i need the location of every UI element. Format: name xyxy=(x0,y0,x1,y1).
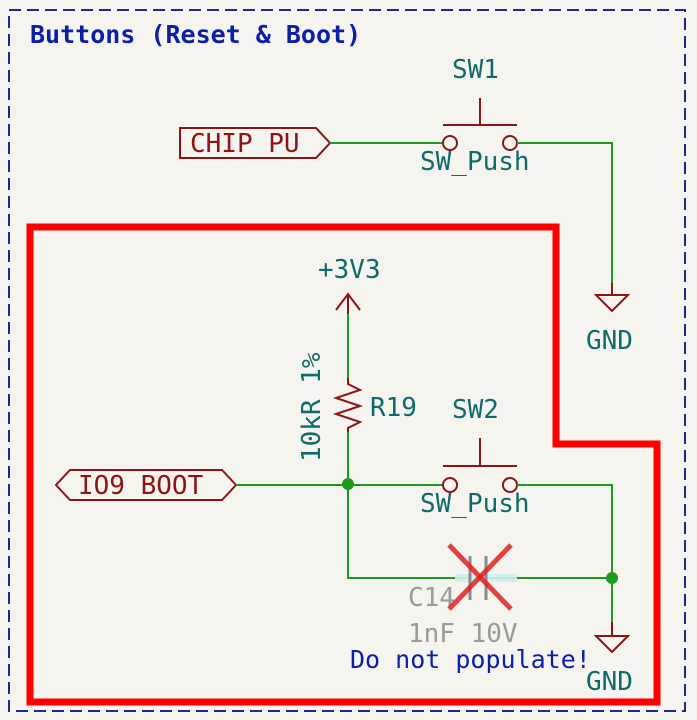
r19-ref: R19 xyxy=(370,393,417,423)
r19-value: 10kR 1% xyxy=(297,352,327,462)
c14-value: 1nF 10V xyxy=(408,619,518,649)
chip-pu-label-shape[interactable] xyxy=(179,127,332,159)
section-border xyxy=(8,9,686,712)
highlight-outline xyxy=(26,223,661,706)
gnd-symbol-top xyxy=(593,283,631,313)
v33-label: +3V3 xyxy=(318,255,381,285)
wire-sw1-gnd xyxy=(517,142,613,295)
io9-boot-label[interactable]: IO9_BOOT xyxy=(78,471,204,501)
io9-boot-label-shape[interactable] xyxy=(54,469,238,501)
gnd-symbol-bottom xyxy=(593,622,631,654)
v33-power-symbol xyxy=(335,292,361,314)
dnp-cross-icon xyxy=(447,543,513,611)
chip-pu-label[interactable]: CHIP_PU xyxy=(190,129,300,159)
c14-ref: C14 xyxy=(408,583,455,613)
gnd-label-bottom: GND xyxy=(586,667,633,697)
sw1-value: SW_Push xyxy=(420,147,530,177)
wire-node-c14 xyxy=(347,484,470,579)
sw2-value: SW_Push xyxy=(420,489,530,519)
sw2-ref: SW2 xyxy=(452,395,499,425)
sw1-symbol[interactable] xyxy=(442,98,518,151)
sw1-ref: SW1 xyxy=(452,55,499,85)
gnd-label-top: GND xyxy=(586,326,633,356)
wire-sw2-right xyxy=(517,484,613,634)
dnp-note: Do not populate! xyxy=(350,645,591,674)
junction-node-right xyxy=(606,572,618,584)
r19-symbol[interactable] xyxy=(332,378,364,432)
sw2-symbol[interactable] xyxy=(442,438,518,493)
section-title: Buttons (Reset & Boot) xyxy=(30,20,361,49)
